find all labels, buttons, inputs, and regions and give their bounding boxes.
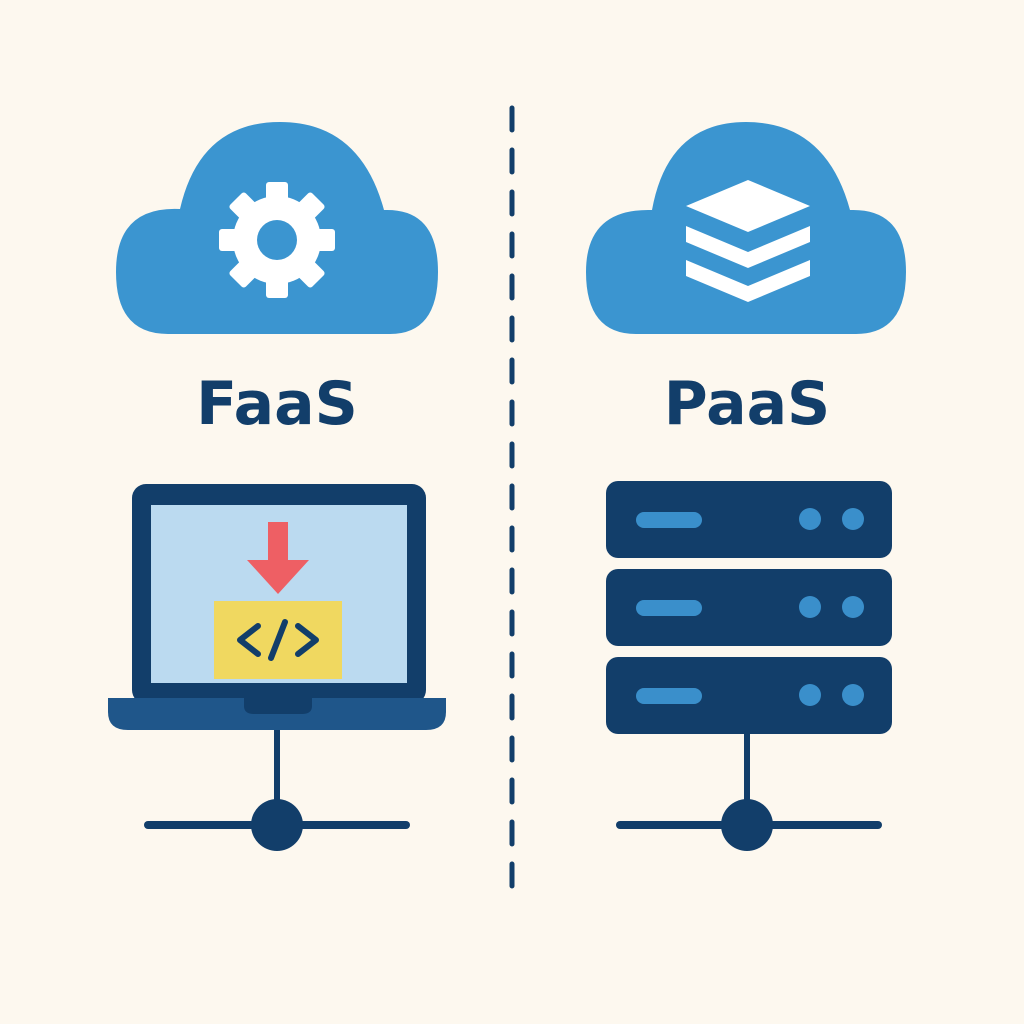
faas-section: FaaS	[108, 122, 446, 851]
gear-icon	[219, 182, 335, 298]
code-tag-icon	[214, 601, 342, 679]
laptop-hinge-notch	[244, 698, 312, 714]
paas-section: PaaS	[586, 122, 906, 851]
network-node	[251, 799, 303, 851]
faas-label: FaaS	[196, 369, 358, 439]
server-rack-icon	[606, 481, 892, 734]
server-unit	[606, 481, 892, 558]
paas-cloud-icon	[586, 122, 906, 334]
layers-icon	[686, 180, 810, 302]
paas-label: PaaS	[664, 369, 831, 439]
faas-cloud-icon	[116, 122, 438, 334]
network-node	[721, 799, 773, 851]
server-unit	[606, 569, 892, 646]
laptop-icon	[108, 484, 446, 730]
server-unit	[606, 657, 892, 734]
faas-network-icon	[144, 730, 410, 851]
download-arrow-icon	[247, 522, 309, 594]
paas-network-icon	[616, 734, 882, 851]
